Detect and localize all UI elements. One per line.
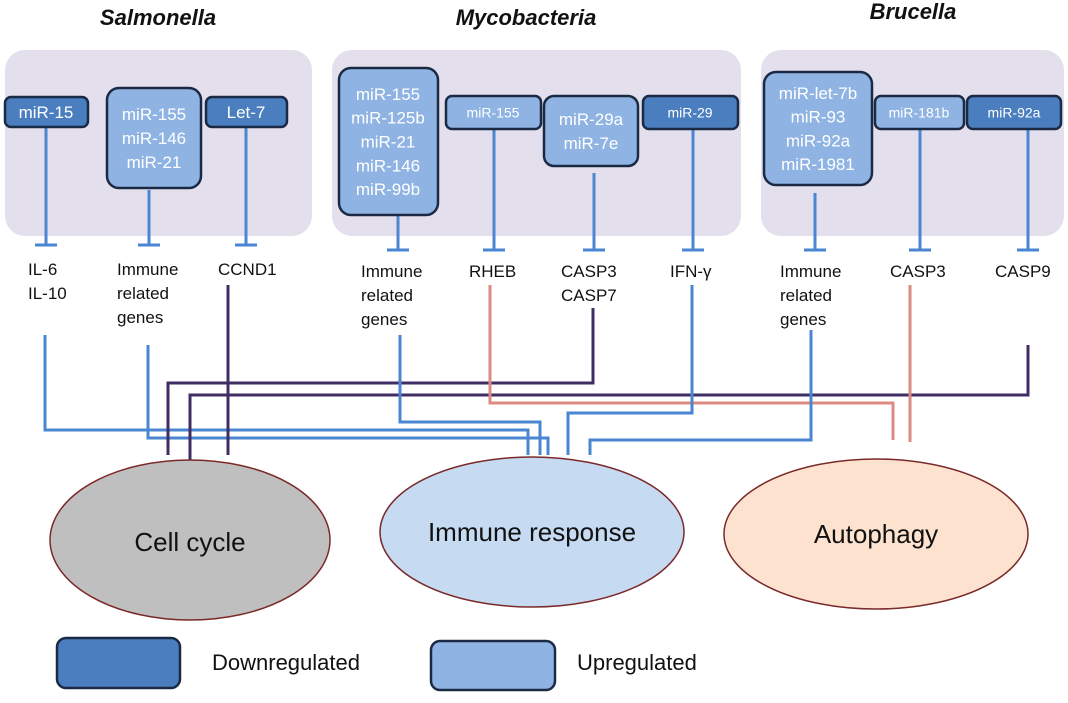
outcome-label-cell-cycle: Cell cycle: [134, 527, 245, 557]
mirna-box-mir-15: [3, 95, 90, 129]
text-line: related: [117, 284, 169, 303]
target-casp3: CASP3: [890, 262, 946, 281]
legend-swatch-downregulated: [55, 636, 182, 690]
text-line: CCND1: [218, 260, 277, 279]
mirna-box-mir-92a: [965, 94, 1063, 131]
text-line: miR-29a: [559, 110, 624, 129]
legend-label-upregulated: Upregulated: [577, 650, 697, 675]
text-line: miR-125b: [351, 109, 425, 128]
text-line: miR-let-7b: [779, 84, 857, 103]
text-line: miR-21: [127, 153, 182, 172]
mirna-label-mir-155-146-21: miR-155 miR-146 miR-21: [122, 105, 186, 172]
connector-casp9-to-cell-cycle: [188, 345, 1030, 462]
text-line: IL-10: [28, 284, 67, 303]
legend-swatch-upregulated: [429, 639, 557, 692]
legend: Downregulated Upregulated: [55, 636, 697, 692]
text-line: miR-155: [122, 105, 186, 124]
outcome-label-immune-response: Immune response: [428, 517, 636, 547]
group-title-mycobacteria: Mycobacteria: [456, 5, 597, 30]
text-line: IFN-γ: [670, 262, 712, 281]
connector-casp3-casp7-to-cell-cycle: [166, 308, 595, 455]
mirna-boxes: miR-15 miR-155 miR-146 miR-21 Let-7 miR-15…: [3, 66, 1063, 217]
text-line: related: [361, 286, 413, 305]
mirna-box-mir-181b: [873, 94, 966, 131]
target-ifn-gamma: IFN-γ: [670, 262, 712, 281]
text-line: genes: [780, 310, 826, 329]
connector-mycobacteria-immune-genes-to-immune: [398, 335, 542, 455]
outcome-label-autophagy: Autophagy: [814, 519, 938, 549]
target-casp9: CASP9: [995, 262, 1051, 281]
mirna-box-mir-155-125b-21-146-99b: [337, 66, 440, 217]
text-line: RHEB: [469, 262, 516, 281]
mirna-box-let-7: [204, 95, 289, 129]
text-line: Let-7: [227, 103, 266, 122]
mirna-box-mir-29: [641, 94, 740, 131]
mirna-label-mir-15: miR-15: [19, 103, 74, 122]
group-title-brucella: Brucella: [870, 0, 957, 24]
text-line: miR-29: [667, 104, 712, 120]
mirna-box-mir-29a-7e: [542, 94, 640, 168]
text-line: miR-99b: [356, 180, 420, 199]
mirna-label-mir-29: miR-29: [667, 104, 712, 120]
text-line: Immune: [361, 262, 422, 281]
text-line: miR-21: [361, 132, 416, 151]
text-line: Immune: [780, 262, 841, 281]
mirna-label-mir-181b: miR-181b: [889, 104, 950, 120]
target-rheb: RHEB: [469, 262, 516, 281]
outcome-ellipse-immune-response: [379, 456, 685, 608]
connector-il6-to-immune: [43, 335, 530, 455]
text-line: CASP3: [561, 262, 617, 281]
text-line: miR-93: [791, 108, 846, 127]
target-ccnd1: CCND1: [218, 260, 277, 279]
mirna-label-mir-29a-7e: miR-29a miR-7e: [559, 110, 624, 153]
text-line: miR-146: [356, 156, 420, 175]
mirna-label-mir-155-125b-21-146-99b: miR-155 miR-125b miR-21 miR-146 miR-99b: [351, 85, 425, 199]
mirna-label-let-7: Let-7: [227, 103, 266, 122]
mirna-label-mir-92a: miR-92a: [988, 104, 1041, 120]
text-line: genes: [361, 310, 407, 329]
text-line: miR-155: [467, 104, 520, 120]
mirna-box-mir-155: [444, 94, 543, 131]
outcome-ellipse-autophagy: [723, 458, 1029, 610]
connector-ifng-to-immune: [566, 285, 694, 455]
group-title-salmonella: Salmonella: [100, 5, 216, 30]
mirna-label-mir-155: miR-155: [467, 104, 520, 120]
outcome-ellipse-cell-cycle: [49, 459, 331, 621]
text-line: genes: [117, 308, 163, 327]
text-line: related: [780, 286, 832, 305]
text-line: miR-92a: [988, 104, 1041, 120]
text-line: miR-181b: [889, 104, 950, 120]
text-line: IL-6: [28, 260, 57, 279]
mirna-box-mir-155-146-21: [105, 86, 203, 190]
text-line: miR-15: [19, 103, 74, 122]
connector-lines: [43, 285, 1030, 462]
text-line: miR-155: [356, 85, 420, 104]
target-mycobacteria-immune-genes: Immune related genes: [361, 262, 422, 329]
text-line: Immune: [117, 260, 178, 279]
mirna-label-mir-let-7b-93-92a-1981: miR-let-7b miR-93 miR-92a miR-1981: [779, 84, 857, 174]
text-line: CASP7: [561, 286, 617, 305]
target-salmonella-immune-genes: Immune related genes: [117, 260, 178, 327]
legend-label-downregulated: Downregulated: [212, 650, 360, 675]
outcomes: Cell cycle Immune response Autophagy: [49, 456, 1029, 621]
text-line: CASP9: [995, 262, 1051, 281]
text-line: miR-1981: [781, 155, 855, 174]
text-line: miR-7e: [564, 134, 619, 153]
text-line: miR-92a: [786, 131, 851, 150]
text-line: CASP3: [890, 262, 946, 281]
text-line: miR-146: [122, 129, 186, 148]
mirna-box-mir-let-7b-93-92a-1981: [762, 70, 874, 187]
connector-brucella-immune-genes-to-immune: [588, 330, 813, 455]
inhibition-arrows: [35, 120, 1039, 252]
connector-salmonella-immune-genes-to-immune: [146, 345, 550, 455]
target-brucella-immune-genes: Immune related genes: [780, 262, 841, 329]
